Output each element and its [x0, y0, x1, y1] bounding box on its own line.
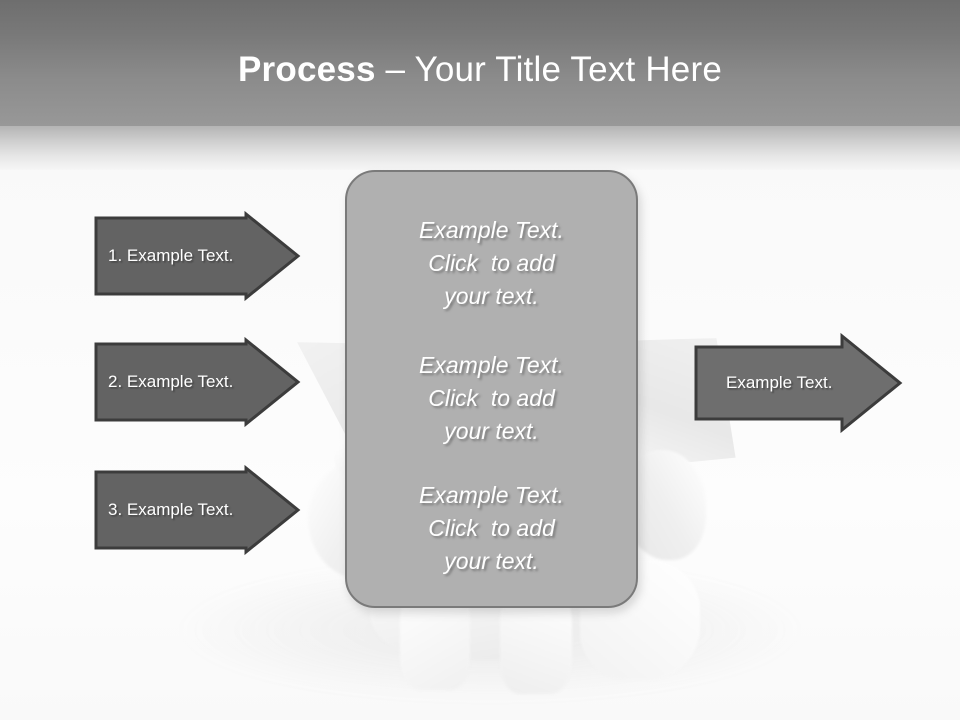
panel-text-block-2[interactable]: Example Text. Click to add your text.	[347, 349, 636, 448]
right-arrow-icon	[94, 210, 301, 302]
panel-text-block-3-line-1: Example Text.	[419, 482, 564, 508]
panel-text-block-2-line-2: Click to add	[428, 385, 555, 411]
page-title: Process – Your Title Text Here	[0, 48, 960, 92]
process-arrow-1[interactable]: 1. Example Text.	[94, 210, 301, 302]
right-arrow-icon	[694, 332, 903, 434]
process-arrow-2[interactable]: 2. Example Text.	[94, 336, 301, 428]
panel-text-block-3-line-3: your text.	[444, 548, 539, 574]
panel-text-block-1-line-2: Click to add	[428, 250, 555, 276]
panel-text-block-1-line-1: Example Text.	[419, 217, 564, 243]
panel-text-block-3-line-2: Click to add	[428, 515, 555, 541]
center-content-panel[interactable]: Example Text. Click to add your text. Ex…	[345, 170, 638, 608]
right-arrow-icon	[94, 336, 301, 428]
panel-text-block-3[interactable]: Example Text. Click to add your text.	[347, 479, 636, 578]
header-banner-fade	[0, 126, 960, 170]
panel-text-block-1[interactable]: Example Text. Click to add your text.	[347, 214, 636, 313]
header-banner	[0, 0, 960, 126]
outcome-arrow[interactable]: Example Text.	[694, 332, 903, 434]
panel-text-block-1-line-3: your text.	[444, 283, 539, 309]
panel-text-block-2-line-3: your text.	[444, 418, 539, 444]
page-title-bold: Process	[238, 50, 376, 89]
process-arrow-3[interactable]: 3. Example Text.	[94, 464, 301, 556]
panel-text-block-2-line-1: Example Text.	[419, 352, 564, 378]
page-title-rest: – Your Title Text Here	[375, 50, 722, 89]
right-arrow-icon	[94, 464, 301, 556]
